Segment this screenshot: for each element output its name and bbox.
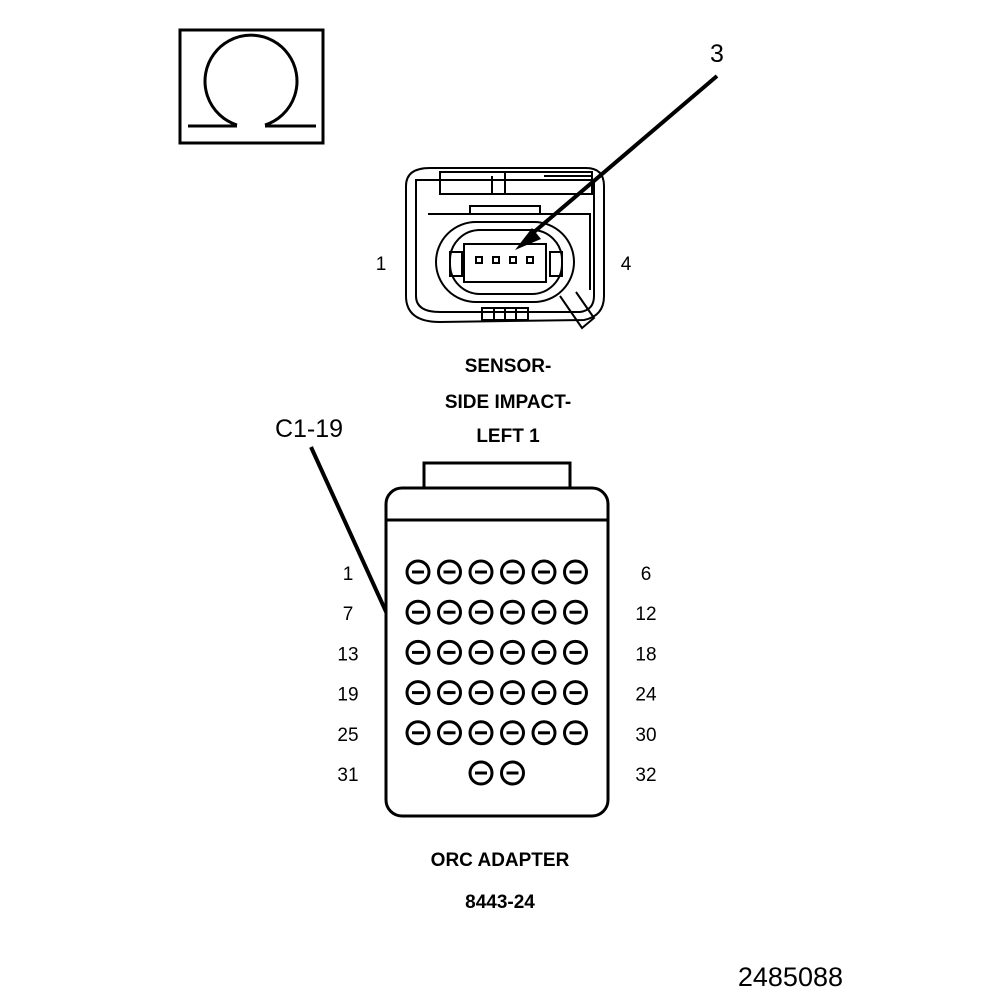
adapter-pin-cavity: [531, 559, 557, 585]
adapter-row-label-right: 12: [635, 604, 656, 625]
adapter-row-label-right: 18: [635, 644, 656, 665]
adapter-pin-cavity: [405, 720, 431, 746]
adapter-row-label-left: 7: [343, 604, 354, 625]
adapter-pin-cavity: [437, 599, 462, 625]
adapter-pin-cavity: [500, 760, 525, 786]
adapter-pin-cavity: [500, 599, 525, 625]
adapter-pin-cavity: [405, 680, 431, 706]
adapter-pin-cavity: [437, 720, 462, 746]
sensor-title-line-1: SENSOR-: [465, 356, 552, 377]
adapter-row-label-right: 32: [635, 765, 656, 786]
adapter-pin-cavity: [500, 639, 525, 665]
adapter-pin-cavity: [405, 559, 431, 585]
sensor-callout-arrow: [515, 74, 719, 250]
adapter-pin-cavity: [563, 720, 588, 746]
adapter-row-labels: 1 6 7 12 13 18 19 24 25 30 31 32: [337, 564, 657, 786]
adapter-row-label-left: 13: [337, 644, 358, 665]
sensor-pin-label-right: 4: [621, 254, 632, 275]
sensor-title-line-2: SIDE IMPACT-: [445, 392, 571, 413]
adapter-pin-cavity: [500, 720, 525, 746]
figure-number: 2485088: [738, 962, 843, 992]
adapter-pin-cavity: [437, 559, 462, 585]
sensor-title-line-3: LEFT 1: [476, 426, 540, 447]
adapter-pin-grid: [405, 559, 588, 786]
adapter-pin-cavity: [500, 680, 525, 706]
adapter-row-label-left: 1: [343, 564, 354, 585]
adapter-pin-cavity: [531, 680, 557, 706]
adapter-pin-cavity: [468, 680, 494, 706]
adapter-row-label-right: 6: [641, 564, 652, 585]
adapter-pin-cavity: [468, 599, 494, 625]
adapter-name: ORC ADAPTER: [431, 850, 570, 871]
sensor-pin-label-left: 1: [376, 254, 387, 275]
adapter-row-label-left: 25: [337, 725, 358, 746]
adapter-row-label-right: 30: [635, 725, 656, 746]
adapter-pin-cavity: [563, 639, 588, 665]
adapter-pin-cavity: [531, 599, 557, 625]
adapter-pin-cavity: [563, 680, 588, 706]
ohm-icon: [178, 28, 325, 145]
adapter-pin-cavity: [531, 720, 557, 746]
adapter-pin-cavity: [437, 639, 462, 665]
adapter-pin-cavity: [468, 760, 494, 786]
adapter-pin-cavity: [563, 559, 588, 585]
adapter-part-number: 8443-24: [465, 892, 535, 913]
adapter-pin-cavity: [468, 639, 494, 665]
adapter-pin-cavity: [405, 639, 431, 665]
adapter-row-label-right: 24: [635, 685, 657, 706]
adapter-pin-cavity: [405, 599, 431, 625]
adapter-row-label-left: 31: [337, 765, 358, 786]
adapter-pin-cavity: [468, 720, 494, 746]
sensor-callout-label: 3: [710, 40, 724, 68]
adapter-row-label-left: 19: [337, 685, 358, 706]
adapter-callout-label: C1-19: [275, 415, 343, 443]
adapter-pin-cavity: [531, 639, 557, 665]
adapter-pin-cavity: [500, 559, 525, 585]
orc-adapter-body: [384, 461, 610, 818]
sensor-connector: [405, 167, 605, 330]
adapter-pin-cavity: [437, 680, 462, 706]
adapter-pin-cavity: [563, 599, 588, 625]
adapter-pin-cavity: [468, 559, 494, 585]
